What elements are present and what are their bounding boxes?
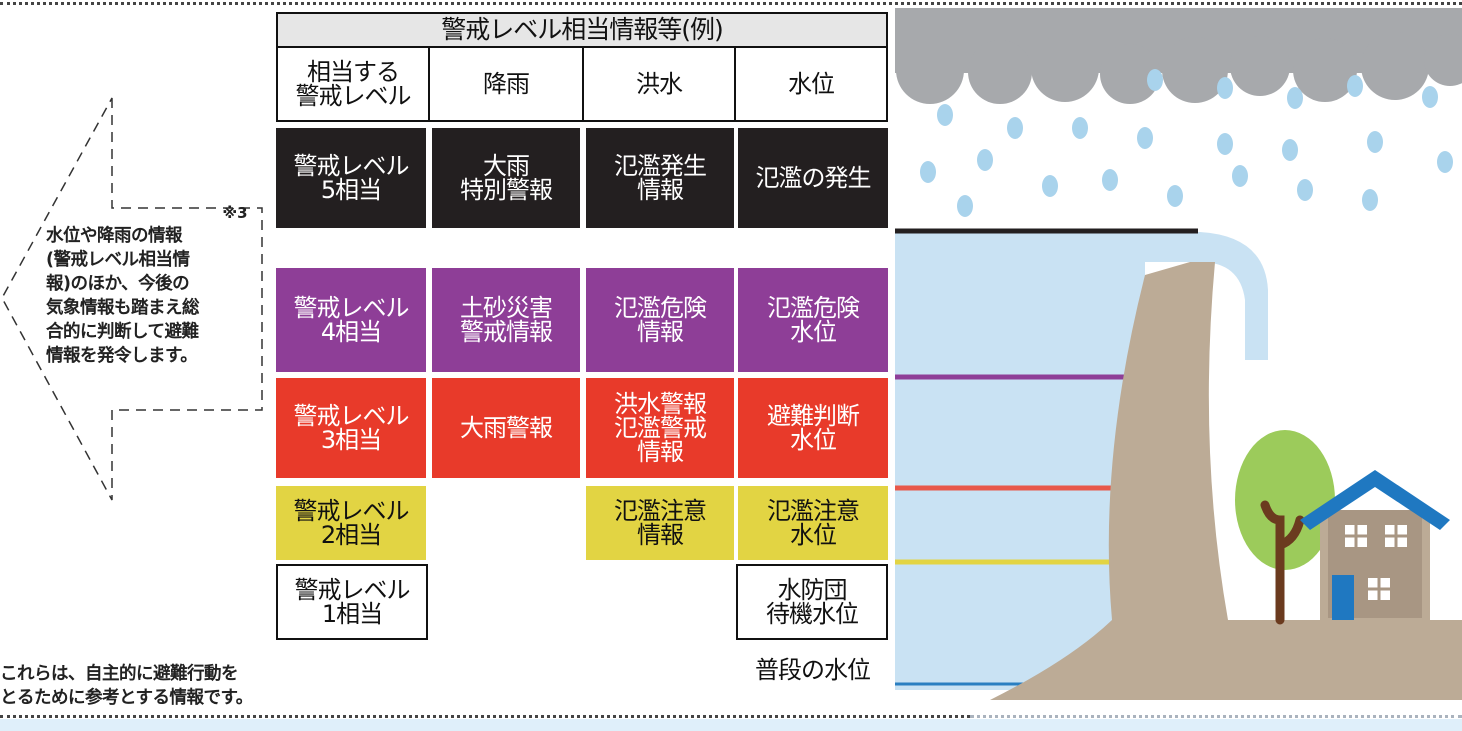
level3-water: 避難判断 水位: [738, 378, 888, 478]
level1-label: 警戒レベル 1相当: [276, 564, 428, 640]
rain-cloud: [895, 8, 1462, 104]
tree: [1235, 430, 1335, 625]
header-rain: 降雨: [428, 46, 584, 122]
header-level: 相当する 警戒レベル: [276, 46, 430, 122]
note-text: 水位や降雨の情報 (警戒レベル相当情 報)のほか、今後の 気象情報も踏まえ総 合…: [46, 226, 200, 366]
levee: [990, 262, 1462, 700]
level5-flood: 氾濫発生 情報: [586, 128, 734, 228]
level2-label: 警戒レベル 2相当: [276, 486, 426, 560]
level3-label: 警戒レベル 3相当: [276, 378, 426, 478]
level2-water: 氾濫注意 水位: [738, 486, 888, 560]
level4-label: 警戒レベル 4相当: [276, 268, 426, 372]
river-water: [895, 230, 1268, 690]
house: [1300, 470, 1450, 622]
level5-water: 氾濫の発生: [738, 128, 888, 228]
level5-label: 警戒レベル 5相当: [276, 128, 426, 228]
level4-water: 氾濫危険 水位: [738, 268, 888, 372]
left-arrow: [1, 97, 263, 501]
footer-note: これらは、自主的に避難行動を とるために参考とする情報です。: [0, 664, 253, 708]
level5-rain: 大雨 特別警報: [432, 128, 580, 228]
bottom-dotted-border: [0, 715, 970, 718]
bottom-dotted-border-light: [970, 715, 1462, 718]
level3-rain: 大雨警報: [432, 378, 580, 478]
level4-rain: 土砂災害 警戒情報: [432, 268, 580, 372]
bottom-band: [0, 719, 1462, 731]
table-title: 警戒レベル相当情報等(例): [276, 12, 888, 48]
note-marker: ※3: [222, 204, 248, 222]
top-dotted-border: [0, 2, 1462, 5]
level3-flood: 洪水警報 氾濫警戒 情報: [586, 378, 734, 478]
level2-flood: 氾濫注意 情報: [586, 486, 734, 560]
level4-flood: 氾濫危険 情報: [586, 268, 734, 372]
level1-water: 水防団 待機水位: [736, 564, 888, 640]
header-water: 水位: [734, 46, 888, 122]
rain-drops: [920, 69, 1453, 217]
normal-water-level-label: 普段の水位: [755, 656, 871, 684]
header-flood: 洪水: [582, 46, 736, 122]
